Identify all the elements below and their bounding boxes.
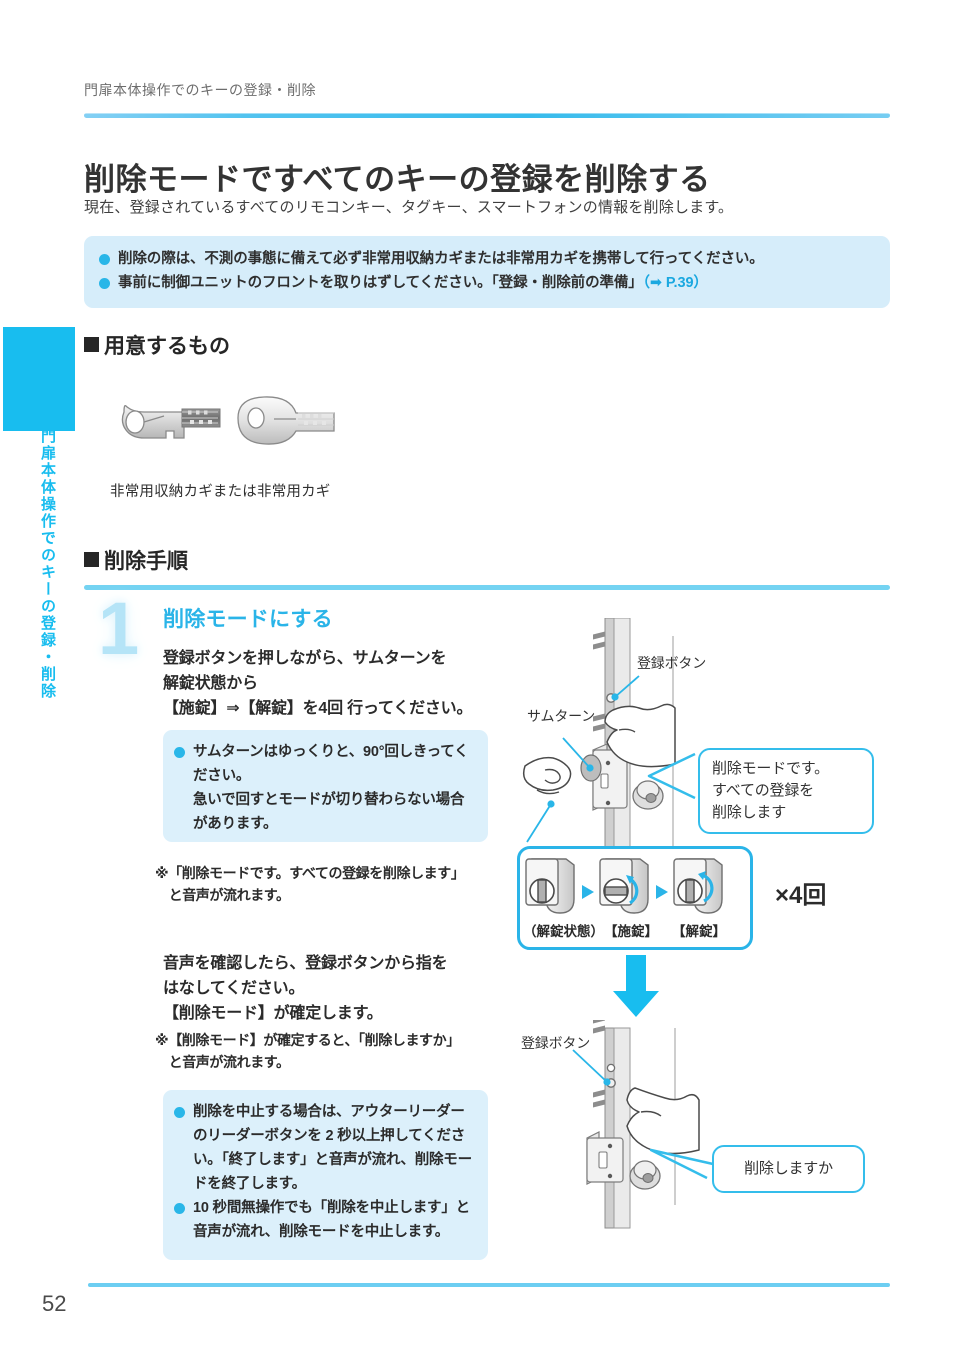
intro-text: 現在、登録されているすべてのリモコンキー、タグキー、スマートフォンの情報を削除し… [84,199,734,216]
side-tab-marker [3,327,75,431]
voice-note-2: ※【削除モード】が確定すると、「削除しますか」 と音声が流れます。 [155,1032,460,1070]
notice-item-2-text: 事前に制御ユニットのフロントを取りはずしてください。「登録・削除前の準備」 [118,275,643,291]
tip-item-text: サムターンはゆっくりと、90°回しきってください。 急いで回すとモードが切り替わ… [193,744,469,832]
tip-box-cancel: 削除を中止する場合は、アウターリーダーのリーダーボタンを 2 秒以上押してくださ… [163,1090,488,1260]
illustration-step1-top [515,617,915,864]
square-bullet-icon [84,337,99,352]
arrow-right-icon: ➡ [649,275,662,291]
notice-item-1: 削除の際は、不測の事態に備えて必ず非常用収納カギまたは非常用カギを携帯して行って… [98,247,890,271]
tip-item: サムターンはゆっくりと、90°回しきってください。 急いで回すとモードが切り替わ… [173,740,476,836]
side-tab-label: 門扉本体操作でのキーの登録・削除 [39,428,56,700]
page-reference-label: P.39 [665,275,694,291]
thumbturn-state-unlocked-2 [673,858,723,914]
thumbturn-state-locked [599,858,649,914]
thumbturn-sequence-box [517,846,753,950]
page-reference[interactable]: （➡ P.39） [642,275,708,291]
emergency-key [237,396,335,445]
label-register-button-top: 登録ボタン [637,655,706,671]
running-head: 門扉本体操作でのキーの登録・削除 [84,82,316,98]
callout-confirm-delete: 削除しますか [712,1145,865,1193]
tip-item-cancel-1: 削除を中止する場合は、アウターリーダーのリーダーボタンを 2 秒以上押してくださ… [173,1100,476,1196]
tip-box-thumbturn: サムターンはゆっくりと、90°回しきってください。 急いで回すとモードが切り替わ… [163,730,488,842]
seq-caption-1: （解錠状態） [523,924,604,939]
emergency-storage-key [121,404,221,439]
step-title: 削除モードにする [163,608,333,631]
section-heading-prepare: 用意するもの [84,330,230,360]
section-heading-prepare-label: 用意するもの [104,335,230,358]
voice-note-1: ※「削除モードです。すべての登録を削除します」 と音声が流れます。 [155,865,465,903]
seq-caption-3: 【解錠】 [672,924,726,939]
step-body-2: 音声を確認したら、登録ボタンから指を はなしてください。 【削除モード】が確定し… [163,955,448,1022]
notice-item-1-text: 削除の際は、不測の事態に備えて必ず非常用収納カギまたは非常用カギを携帯して行って… [118,251,764,267]
header-rule [84,111,890,118]
emergency-keys-illustration [118,388,358,458]
step-body: 登録ボタンを押しながら、サムターンを 解錠状態から 【施錠】⇒【解錠】を4回 行… [163,650,473,717]
section-heading-steps-label: 削除手順 [104,550,188,573]
callout-delete-mode: 削除モードです。 すべての登録を 削除します [698,748,874,834]
thumbturn-state-unlocked [525,858,575,914]
illustration-step1-bottom [515,1015,915,1235]
seq-caption-2: 【施錠】 [604,924,658,939]
page-title: 削除モードですべてのキーの登録を削除する [84,161,711,197]
tip-item-cancel-1-text: 削除を中止する場合は、アウターリーダーのリーダーボタンを 2 秒以上押してくださ… [193,1104,472,1192]
page-number: 52 [42,1291,67,1316]
flow-arrow-down [610,955,670,1022]
steps-divider [84,585,890,590]
footer-rule [88,1283,890,1287]
notice-box: 削除の際は、不測の事態に備えて必ず非常用収納カギまたは非常用カギを携帯して行って… [84,236,890,308]
label-thumbturn: サムターン [527,708,596,724]
step-number: 1 [98,587,140,670]
tip-item-cancel-2: 10 秒間無操作でも「削除を中止します」と音声が流れ、削除モードを中止します。 [173,1196,476,1244]
keys-caption: 非常用収納カギまたは非常用カギ [110,484,331,500]
square-bullet-icon-2 [84,552,99,567]
section-heading-steps: 削除手順 [84,545,188,575]
label-register-button-bottom: 登録ボタン [521,1035,590,1051]
sequence-repeat-count: ×4回 [775,882,827,909]
tip-item-cancel-2-text: 10 秒間無操作でも「削除を中止します」と音声が流れ、削除モードを中止します。 [193,1200,470,1240]
notice-item-2: 事前に制御ユニットのフロントを取りはずしてください。「登録・削除前の準備」（➡ … [98,271,890,295]
